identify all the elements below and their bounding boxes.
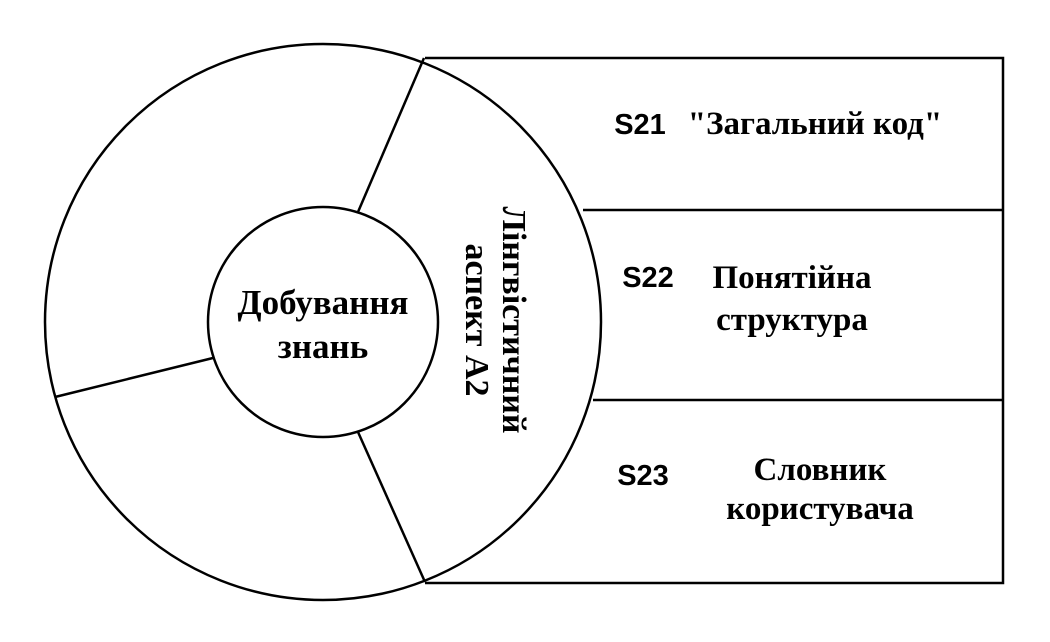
center-label-line2: знань xyxy=(278,327,368,366)
inner-circle xyxy=(206,205,440,439)
row-code-s23: S23 xyxy=(617,460,669,492)
sector-label: Лінгвістичний аспект А2 xyxy=(458,207,532,434)
row-code-s21: S21 xyxy=(614,109,666,141)
row-title-s23-line2: користувача xyxy=(726,491,913,527)
center-label-line1: Добування xyxy=(238,283,409,322)
sector-divider-left xyxy=(54,355,218,399)
row-title-s21: "Загальний код" xyxy=(688,106,942,142)
sector-label-line2: аспект А2 xyxy=(458,243,495,396)
row-title-s23-line1: Словник xyxy=(754,452,887,488)
sector-divider-top xyxy=(356,57,426,213)
row-code-s22: S22 xyxy=(622,262,674,294)
row-title-s22-line1: Понятійна xyxy=(713,260,872,296)
row-title-s22-line2: структура xyxy=(716,302,868,338)
aspect-table xyxy=(425,56,1005,585)
sector-label-line1: Лінгвістичний xyxy=(495,207,532,434)
sector-divider-bottom xyxy=(356,431,427,583)
table-outline xyxy=(425,56,1005,585)
